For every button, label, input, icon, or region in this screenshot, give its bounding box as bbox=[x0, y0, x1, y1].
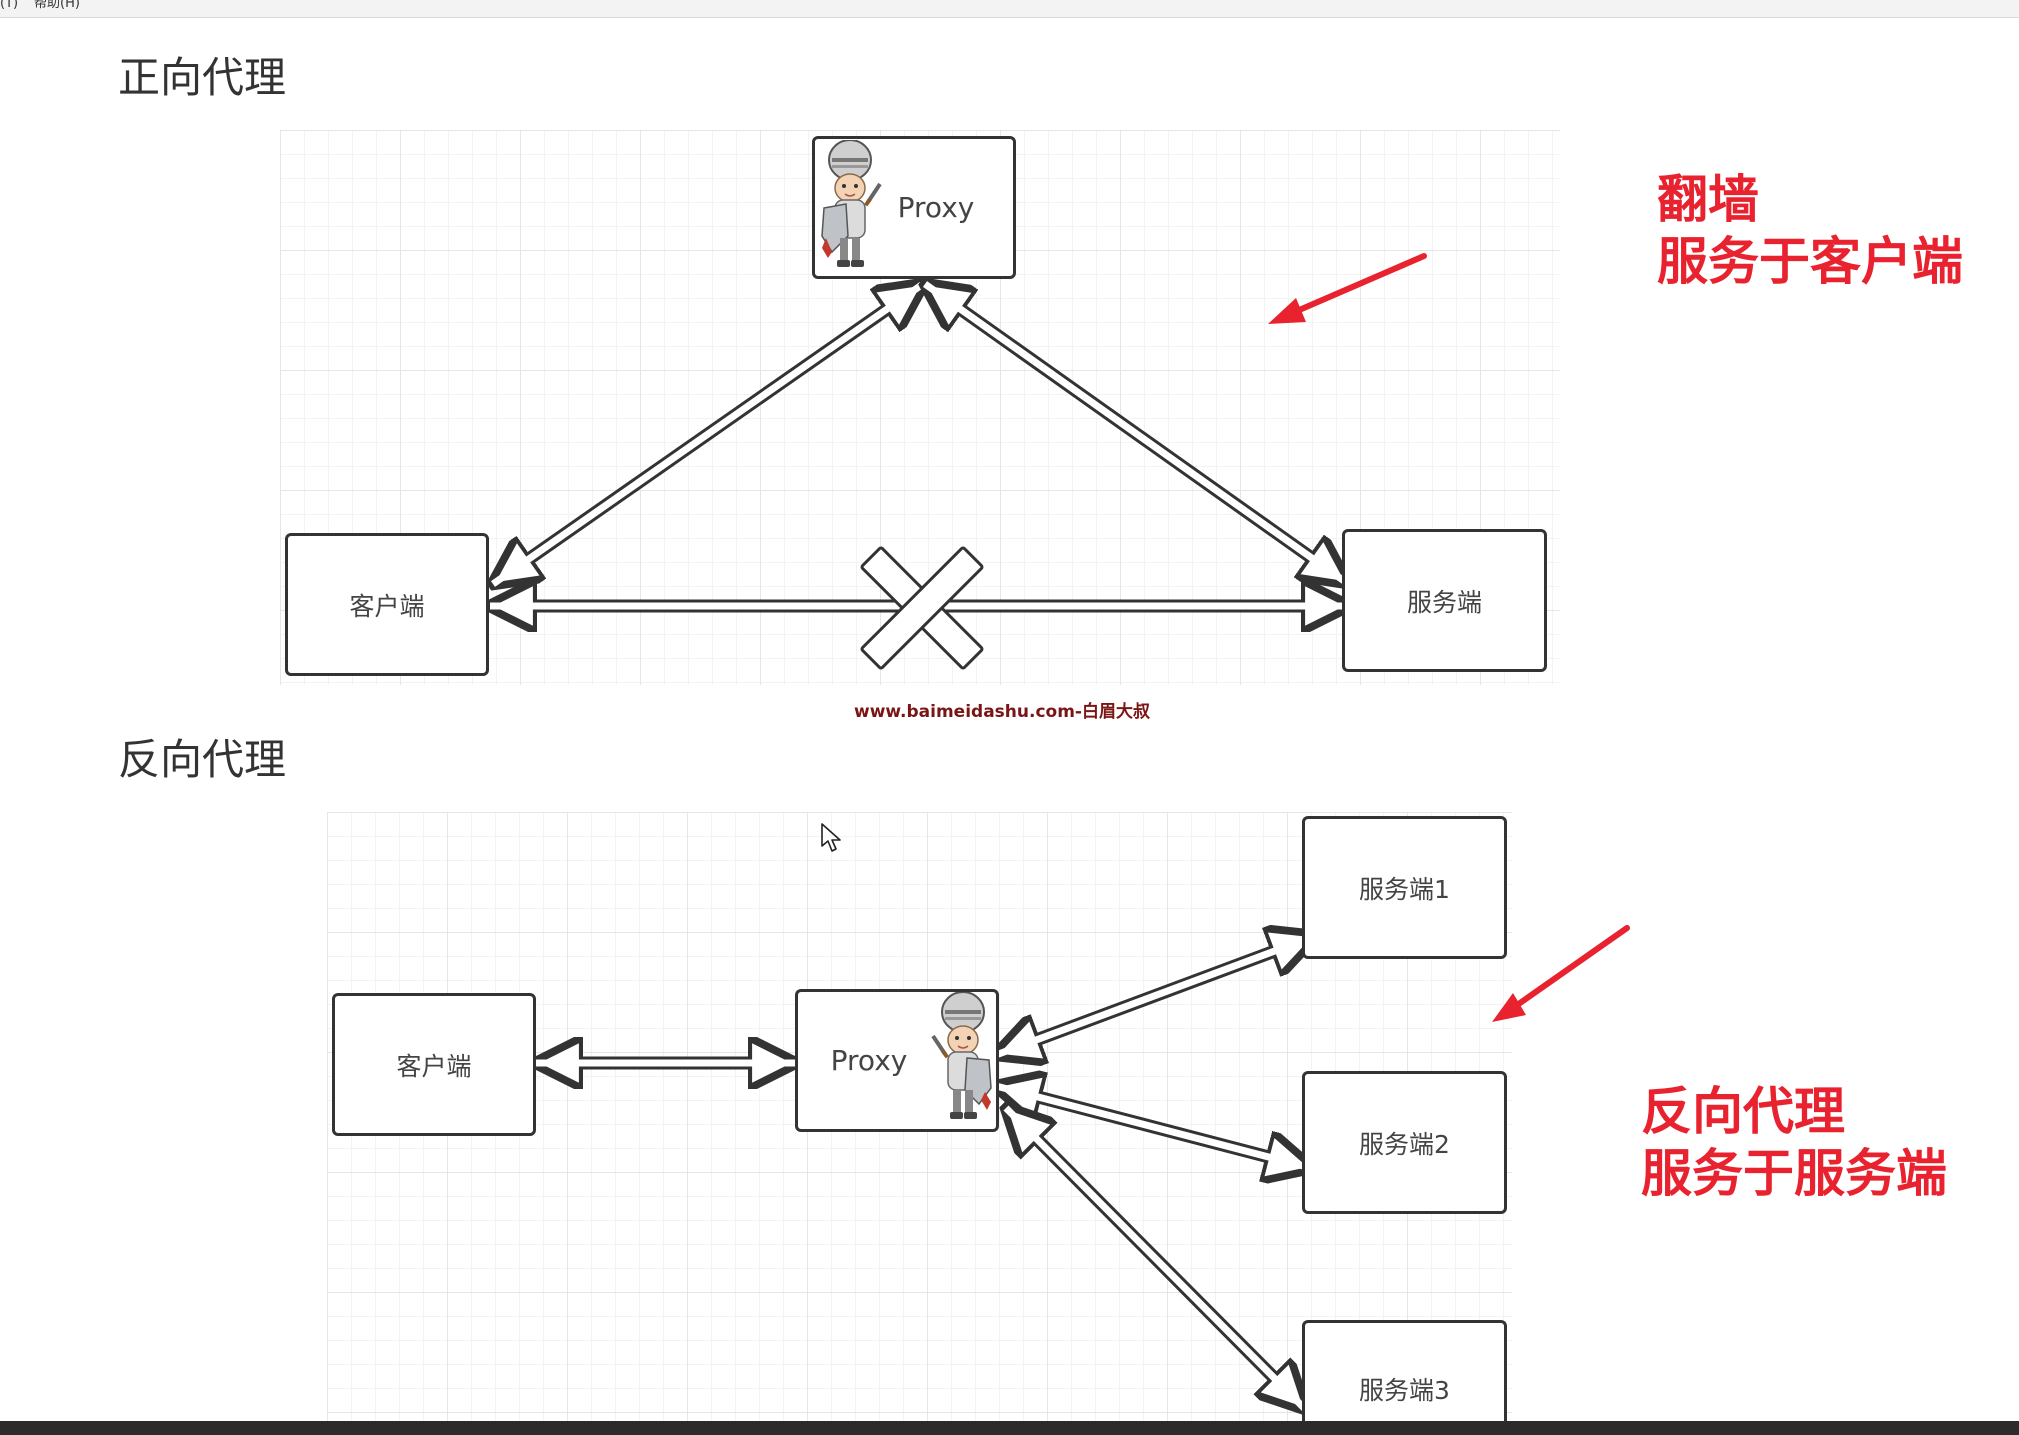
reverse-link-proxy-server2 bbox=[996, 1086, 1311, 1168]
forward-client-node[interactable]: 客户端 bbox=[285, 533, 489, 676]
reverse-server3-label: 服务端3 bbox=[1359, 1376, 1450, 1405]
cross-icon bbox=[860, 546, 984, 670]
reverse-client-node[interactable]: 客户端 bbox=[332, 993, 536, 1136]
forward-annotation: 翻墙 服务于客户端 bbox=[1657, 170, 1963, 294]
menu-bar: (T) 帮助(H) bbox=[0, 0, 2019, 18]
annotation-arrow-reverse bbox=[1492, 925, 1630, 1022]
reverse-client-label: 客户端 bbox=[396, 1051, 472, 1081]
taskbar bbox=[0, 1421, 2019, 1435]
watermark: www.baimeidashu.com-白眉大叔 bbox=[854, 702, 1150, 722]
cursor-icon bbox=[821, 823, 841, 852]
forward-proxy-label: Proxy bbox=[897, 191, 975, 224]
forward-server-node[interactable]: 服务端 bbox=[1342, 529, 1547, 672]
annotation-arrow-forward bbox=[1268, 253, 1427, 324]
reverse-server1-label: 服务端1 bbox=[1359, 874, 1450, 904]
menu-item-help[interactable]: 帮助(H) bbox=[34, 0, 80, 11]
reverse-link-proxy-server1 bbox=[996, 936, 1315, 1055]
reverse-annotation-line1: 反向代理 bbox=[1641, 1083, 1846, 1142]
reverse-annotation-line2: 服务于服务端 bbox=[1641, 1145, 1948, 1204]
reverse-server3-node[interactable]: 服务端3 bbox=[1302, 1320, 1507, 1421]
reverse-proxy-label: Proxy bbox=[830, 1044, 908, 1077]
reverse-link-proxy-server3 bbox=[1006, 1108, 1305, 1409]
menu-item-tools[interactable]: (T) bbox=[0, 0, 19, 11]
reverse-server2-label: 服务端2 bbox=[1359, 1129, 1450, 1159]
forward-annotation-line2: 服务于客户端 bbox=[1657, 233, 1964, 292]
forward-link-proxy-client bbox=[493, 284, 923, 584]
reverse-proxy-heading: 反向代理 bbox=[118, 735, 287, 784]
forward-link-proxy-server bbox=[925, 284, 1347, 583]
knight-icon bbox=[931, 992, 992, 1119]
forward-client-label: 客户端 bbox=[349, 591, 425, 621]
knight-icon bbox=[821, 140, 882, 267]
reverse-server1-node[interactable]: 服务端1 bbox=[1302, 816, 1507, 959]
forward-server-label: 服务端 bbox=[1406, 587, 1482, 617]
reverse-server2-node[interactable]: 服务端2 bbox=[1302, 1071, 1507, 1214]
forward-proxy-heading: 正向代理 bbox=[118, 53, 287, 102]
reverse-annotation: 反向代理 服务于服务端 bbox=[1641, 1082, 1947, 1206]
forward-annotation-line1: 翻墙 bbox=[1657, 171, 1760, 230]
